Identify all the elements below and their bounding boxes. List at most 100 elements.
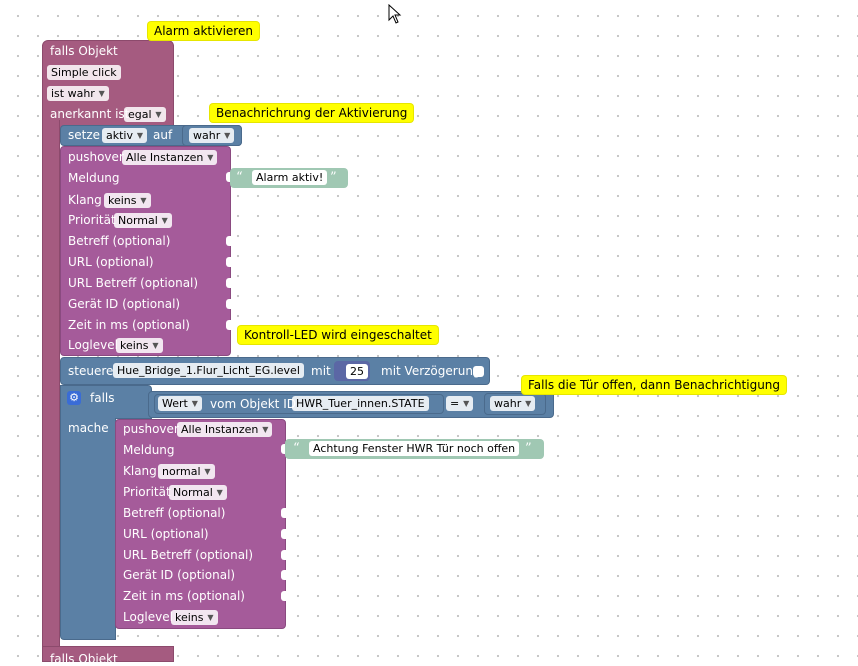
pushover2-geraet-label: Gerät ID (optional) — [123, 568, 236, 582]
pushover1-loglevel-label: Loglevel — [68, 338, 118, 352]
input-socket — [281, 529, 287, 539]
trigger-event-label: Simple click — [51, 66, 117, 79]
pushover1-meldung-label: Meldung — [68, 171, 120, 185]
pushover1-url-betreff-label: URL Betreff (optional) — [68, 276, 199, 290]
pushover2-betreff-label: Betreff (optional) — [123, 506, 226, 520]
pushover2-url-betreff-label: URL Betreff (optional) — [123, 548, 254, 562]
input-socket — [281, 550, 287, 560]
pushover-block-2[interactable] — [115, 419, 286, 629]
pushover2-label: pushover — [123, 422, 179, 436]
input-socket — [226, 172, 232, 182]
chevron-down-icon: ▼ — [262, 425, 269, 434]
ack-value: egal — [128, 108, 152, 121]
mache-label: mache — [68, 421, 109, 435]
chevron-down-icon: ▼ — [155, 110, 162, 119]
pushover2-prio-dropdown[interactable]: Normal ▼ — [169, 485, 227, 500]
pushover1-zeit-label: Zeit in ms (optional) — [68, 318, 190, 332]
steuere-value[interactable]: 25 — [346, 364, 368, 379]
pushover2-meldung-string[interactable]: “ Achtung Fenster HWR Tür noch offen ” — [285, 439, 544, 459]
chevron-down-icon: ▼ — [204, 467, 211, 476]
setze-var-dropdown[interactable]: aktiv ▼ — [102, 128, 147, 143]
trigger-title-bottom: falls Objekt — [50, 652, 118, 666]
mouse-cursor-icon — [388, 4, 402, 24]
comment-benachrichtigung[interactable]: Benachrichrung der Aktivierung — [210, 104, 414, 122]
chevron-down-icon: ▼ — [525, 399, 532, 408]
pushover2-prio: Normal — [173, 486, 213, 499]
setze-value-dropdown[interactable]: wahr ▼ — [189, 128, 235, 143]
pushover1-klang: keins — [108, 194, 137, 207]
pushover1-meldung-string[interactable]: “ Alarm aktiv! ” — [230, 168, 348, 188]
pushover1-betreff-label: Betreff (optional) — [68, 234, 171, 248]
input-socket — [226, 299, 232, 309]
gear-icon[interactable]: ⚙ — [67, 391, 81, 405]
pushover1-geraet-label: Gerät ID (optional) — [68, 297, 181, 311]
input-socket — [226, 236, 232, 246]
wert-dropdown[interactable]: Wert ▼ — [158, 396, 202, 411]
input-socket — [281, 570, 287, 580]
steuere-delay-label: mit Verzögerung — [381, 364, 481, 378]
comment-alarm[interactable]: Alarm aktivieren — [148, 22, 259, 40]
delay-checkbox[interactable] — [473, 366, 484, 377]
setze-auf-label: auf — [153, 128, 173, 142]
ack-dropdown[interactable]: egal ▼ — [124, 107, 166, 122]
wert-label: Wert — [162, 397, 188, 410]
falls-value: wahr — [494, 397, 522, 410]
chevron-down-icon: ▼ — [152, 341, 159, 350]
chevron-down-icon: ▼ — [140, 196, 147, 205]
trigger-is-label: ist wahr — [51, 87, 95, 100]
pushover1-klang-label: Klang — [68, 193, 102, 207]
quote-close-icon: ” — [330, 170, 337, 185]
falls-object-dropdown[interactable]: HWR_Tuer_innen.STATE — [292, 396, 429, 411]
trigger-is-dropdown[interactable]: ist wahr ▼ — [47, 86, 109, 101]
input-socket — [281, 508, 287, 518]
falls-value-dropdown[interactable]: wahr ▼ — [490, 396, 536, 411]
setze-value: wahr — [193, 129, 221, 142]
setze-var: aktiv — [106, 129, 133, 142]
pushover1-instance-dropdown[interactable]: Alle Instanzen ▼ — [122, 150, 218, 165]
input-socket — [281, 444, 287, 454]
steuere-object-dropdown[interactable]: Hue_Bridge_1.Flur_Licht_EG.level — [113, 363, 304, 378]
compare-op: = — [450, 397, 460, 410]
pushover2-klang: normal — [162, 465, 201, 478]
pushover2-loglevel: keins — [175, 611, 204, 624]
pushover1-prio: Normal — [118, 214, 158, 227]
pushover2-klang-dropdown[interactable]: normal ▼ — [158, 464, 215, 479]
comment-kontroll-led[interactable]: Kontroll-LED wird eingeschaltet — [238, 326, 438, 344]
chevron-down-icon: ▼ — [161, 216, 168, 225]
setze-label: setze — [68, 128, 101, 142]
steuere-mit-label: mit — [311, 364, 331, 378]
chevron-down-icon: ▼ — [224, 131, 231, 140]
pushover1-label: pushover — [68, 150, 124, 164]
comment-falls-tuer[interactable]: Falls die Tür offen, dann Benachrichtigu… — [522, 376, 787, 394]
input-socket — [226, 278, 232, 288]
trigger-title: falls Objekt — [50, 44, 118, 58]
quote-close-icon: ” — [525, 441, 532, 456]
input-socket — [226, 257, 232, 267]
pushover-block-1[interactable] — [60, 146, 231, 356]
pushover2-instance-dropdown[interactable]: Alle Instanzen ▼ — [177, 422, 273, 437]
pushover2-loglevel-dropdown[interactable]: keins ▼ — [171, 610, 218, 625]
falls-label: falls — [90, 391, 115, 405]
compare-op-dropdown[interactable]: = ▼ — [446, 396, 474, 411]
falls-block-body — [60, 418, 116, 640]
pushover2-prio-label: Priorität — [123, 485, 171, 499]
chevron-down-icon: ▼ — [207, 153, 214, 162]
pushover1-meldung-value[interactable]: Alarm aktiv! — [252, 170, 328, 185]
pushover2-loglevel-label: Loglevel — [123, 610, 173, 624]
trigger-event-dropdown[interactable]: Simple click — [47, 65, 121, 80]
pushover2-zeit-label: Zeit in ms (optional) — [123, 589, 245, 603]
pushover1-prio-label: Priorität — [68, 213, 116, 227]
pushover2-instance: Alle Instanzen — [181, 423, 259, 436]
falls-object: HWR_Tuer_innen.STATE — [296, 397, 425, 410]
pushover2-meldung-label: Meldung — [123, 443, 175, 457]
pushover2-klang-label: Klang — [123, 464, 157, 478]
trigger-block-body — [42, 120, 60, 650]
ack-label: anerkannt ist — [50, 107, 130, 121]
pushover2-meldung-value[interactable]: Achtung Fenster HWR Tür noch offen — [309, 441, 520, 456]
pushover1-instance: Alle Instanzen — [126, 151, 204, 164]
pushover1-klang-dropdown[interactable]: keins ▼ — [104, 193, 151, 208]
pushover1-loglevel-dropdown[interactable]: keins ▼ — [116, 338, 163, 353]
steuere-object: Hue_Bridge_1.Flur_Licht_EG.level — [117, 364, 300, 377]
pushover1-prio-dropdown[interactable]: Normal ▼ — [114, 213, 172, 228]
quote-open-icon: “ — [293, 441, 300, 456]
